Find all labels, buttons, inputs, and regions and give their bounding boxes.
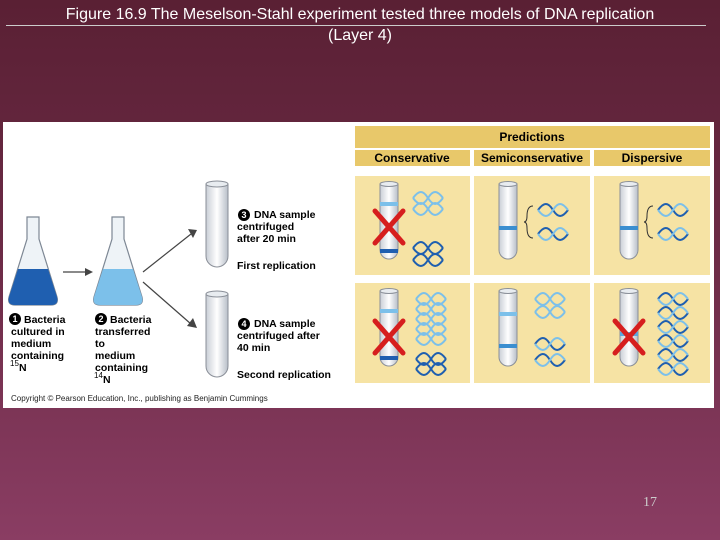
title-rule	[6, 25, 706, 26]
slide-title: Figure 16.9 The Meselson-Stahl experimen…	[0, 4, 720, 46]
model-conservative: Conservative	[374, 151, 450, 165]
svg-text:centrifuged after: centrifuged after	[237, 330, 320, 342]
step-1-label: 1 Bacteria cultured in medium containing…	[9, 313, 66, 374]
svg-text:medium: medium	[95, 350, 135, 362]
svg-text:2: 2	[98, 314, 103, 324]
meselson-stahl-figure: 1 Bacteria cultured in medium containing…	[3, 122, 714, 408]
dispersive-first-result	[619, 181, 689, 260]
conservative-second-result	[379, 288, 447, 376]
panel-semiconservative-second	[474, 283, 590, 383]
semiconservative-second-result	[498, 288, 566, 367]
svg-text:medium: medium	[11, 338, 51, 350]
svg-text:after 20 min: after 20 min	[237, 233, 296, 245]
tube-first-replication	[205, 180, 229, 268]
svg-text:centrifuged: centrifuged	[237, 221, 294, 233]
svg-text:15: 15	[10, 359, 19, 368]
conservative-first-result	[379, 181, 444, 267]
first-replication-label: First replication	[237, 260, 316, 272]
svg-text:transferred: transferred	[95, 326, 150, 338]
svg-text:3: 3	[241, 210, 246, 220]
panel-dispersive-first	[594, 176, 710, 275]
svg-text:1: 1	[12, 314, 17, 324]
model-dispersive: Dispersive	[622, 151, 683, 165]
svg-text:to: to	[95, 338, 105, 350]
page-number: 17	[643, 495, 657, 510]
title-line-1: Figure 16.9 The Meselson-Stahl experimen…	[65, 6, 655, 23]
second-replication-label: Second replication	[237, 369, 331, 381]
svg-text:containing: containing	[11, 350, 64, 362]
figure-canvas: 1 Bacteria cultured in medium containing…	[8, 126, 710, 403]
arrow-to-first-replication	[142, 229, 197, 273]
model-headers: Conservative Semiconservative Dispersive	[355, 150, 710, 166]
svg-text:4: 4	[241, 319, 246, 329]
step-3-label: 3 DNA sample centrifuged after 20 min	[237, 209, 316, 245]
panel-dispersive-second	[594, 283, 710, 383]
tube-second-replication	[205, 290, 229, 378]
flask-heavy-medium	[8, 216, 58, 306]
arrow-to-second-replication	[142, 281, 197, 328]
predictions-header: Predictions	[499, 130, 565, 144]
panel-semiconservative-first	[474, 176, 590, 275]
step-4-label: 4 DNA sample centrifuged after 40 min	[237, 318, 320, 354]
svg-text:DNA sample: DNA sample	[254, 209, 316, 221]
panel-conservative-second	[355, 283, 470, 383]
svg-text:14: 14	[94, 371, 103, 380]
copyright-text: Copyright © Pearson Education, Inc., pub…	[11, 394, 268, 403]
arrow-transfer	[63, 268, 93, 276]
semiconservative-first-result	[498, 181, 569, 260]
svg-text:DNA sample: DNA sample	[254, 318, 316, 330]
svg-text:N: N	[19, 362, 27, 374]
svg-text:cultured in: cultured in	[11, 326, 65, 338]
flask-light-medium	[93, 216, 143, 306]
predictions-header-bg	[355, 126, 710, 148]
title-line-2: (Layer 4)	[327, 27, 393, 44]
step-2-label: 2 Bacteria transferred to medium contain…	[94, 313, 152, 386]
model-semiconservative: Semiconservative	[481, 151, 583, 165]
svg-text:Bacteria: Bacteria	[110, 314, 152, 326]
svg-text:N: N	[103, 374, 111, 386]
svg-text:40 min: 40 min	[237, 342, 270, 354]
svg-text:Bacteria: Bacteria	[24, 314, 66, 326]
panel-conservative-first	[355, 176, 470, 275]
svg-text:containing: containing	[95, 362, 148, 374]
